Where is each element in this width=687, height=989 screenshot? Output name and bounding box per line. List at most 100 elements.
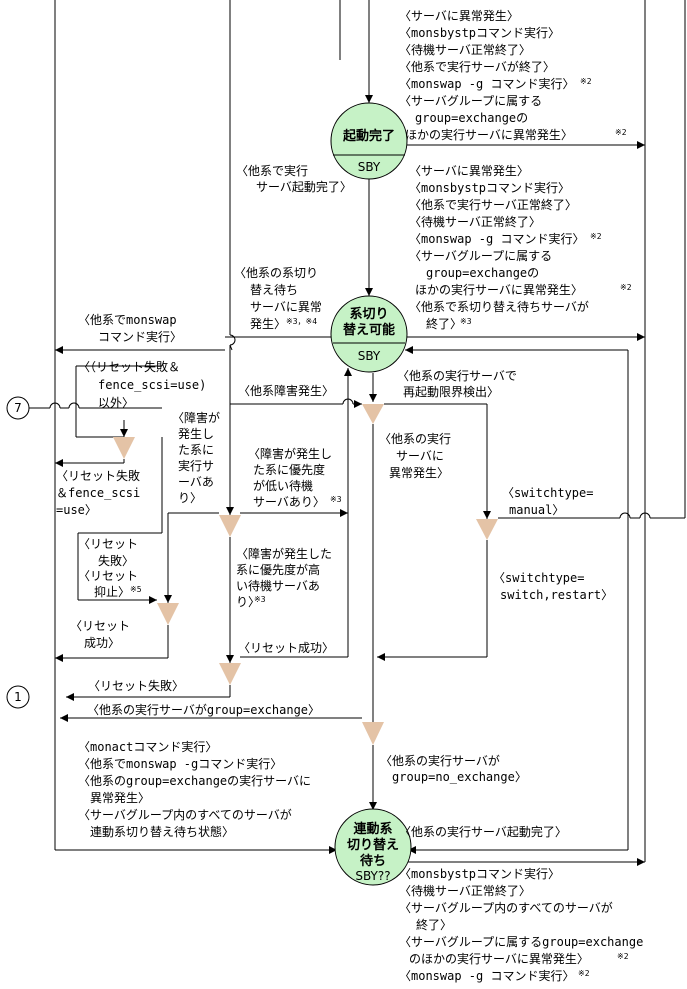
label-low-priority: 〈障害が発生し た系に優先度 が低い待機 サーバあり〉 ※3 xyxy=(248,446,342,509)
svg-text:〈monactコマンド実行〉: 〈monactコマンド実行〉 xyxy=(78,739,217,754)
decision-reset-fence xyxy=(113,437,135,459)
svg-text:〈switchtype=: 〈switchtype= xyxy=(502,486,593,500)
svg-text:サーバあり〉: サーバあり〉 xyxy=(253,495,325,509)
svg-text:抑止〉: 抑止〉 xyxy=(94,584,130,599)
svg-text:〈他系の実行: 〈他系の実行 xyxy=(379,431,451,446)
svg-text:のほかの実行サーバに異常発生〉: のほかの実行サーバに異常発生〉 xyxy=(409,951,589,966)
svg-text:〈monsbystpコマンド実行〉: 〈monsbystpコマンド実行〉 xyxy=(399,866,560,881)
svg-text:〈サーバグループに属する: 〈サーバグループに属する xyxy=(399,94,542,108)
svg-text:※2: ※2 xyxy=(617,952,629,961)
label-reset-success-left: 〈リセット 成功〉 xyxy=(70,619,130,650)
svg-text:〈他系でmonswap: 〈他系でmonswap xyxy=(78,313,177,327)
svg-text:〈障害が発生し: 〈障害が発生し xyxy=(248,446,332,461)
label-fault-occurred: 〈他系障害発生〉 xyxy=(238,383,334,398)
svg-text:〈サーバに異常発生〉: 〈サーバに異常発生〉 xyxy=(409,164,529,178)
label-reset-success-mid: 〈リセット成功〉 xyxy=(238,641,334,655)
svg-text:〈サーバグループに属するgroup=exchange: 〈サーバグループに属するgroup=exchange xyxy=(399,935,643,949)
svg-text:異常発生〉: 異常発生〉 xyxy=(90,791,150,805)
label-high-priority: 〈障害が発生した 系に優先度が高 い待機サーバあ り〉 ※3 xyxy=(236,546,332,609)
svg-text:group=no_exchange〉: group=no_exchange〉 xyxy=(392,770,527,784)
svg-text:替え待ち: 替え待ち xyxy=(250,283,298,297)
svg-text:〈他系で実行: 〈他系で実行 xyxy=(236,163,308,178)
svg-text:コマンド実行〉: コマンド実行〉 xyxy=(98,329,182,344)
svg-text:が低い待機: が低い待機 xyxy=(253,478,313,493)
svg-text:ーバあ: ーバあ xyxy=(178,475,214,489)
svg-text:終了〉: 終了〉 xyxy=(416,917,452,932)
linked-name3: 待ち xyxy=(359,853,386,869)
svg-text:サーバに: サーバに xyxy=(396,449,444,463)
svg-text:※3，※4: ※3，※4 xyxy=(286,317,317,326)
svg-text:※2: ※2 xyxy=(578,969,590,978)
label-other-exec-error: 〈他系の実行 サーバに 異常発生〉 xyxy=(379,431,451,480)
svg-text:〈サーバに異常発生〉: 〈サーバに異常発生〉 xyxy=(399,9,519,23)
svg-text:異常発生〉: 異常発生〉 xyxy=(389,466,449,480)
label-bottom-left: 〈monactコマンド実行〉 〈他系でmonswap -gコマンド実行〉 〈他系… xyxy=(78,739,311,839)
c7-hop xyxy=(49,402,61,409)
label-restart-limit: 〈他系の実行サーバで 再起動限界検出〉 xyxy=(397,368,517,399)
label-switchtype-manual: 〈switchtype= manual〉 xyxy=(502,486,593,517)
svg-text:連動系切り替え待ち状態〉: 連動系切り替え待ち状態〉 xyxy=(90,824,234,839)
svg-text:※3: ※3 xyxy=(460,317,472,326)
svg-text:〈monswap -g コマンド実行〉: 〈monswap -g コマンド実行〉 xyxy=(399,968,574,983)
monswap-link xyxy=(229,344,233,351)
switchable-name1: 系切り xyxy=(349,306,388,322)
svg-text:switch,restart〉: switch,restart〉 xyxy=(500,588,613,602)
svg-text:〈他系で系切り替え待ちサーバが: 〈他系で系切り替え待ちサーバが xyxy=(409,299,589,314)
svg-text:ほかの実行サーバに異常発生〉: ほかの実行サーバに異常発生〉 xyxy=(415,282,583,297)
startup-sub: SBY xyxy=(358,160,381,174)
decision-group-exchange xyxy=(362,722,384,745)
svg-text:〈サーバグループに属する: 〈サーバグループに属する xyxy=(409,249,552,263)
decision-reset-mid xyxy=(219,663,241,685)
switchable-name2: 替え可能 xyxy=(343,322,395,338)
svg-text:〈他系の系切り: 〈他系の系切り xyxy=(234,266,318,280)
svg-text:い待機サーバあ: い待機サーバあ xyxy=(236,578,320,593)
label-monswap-other: 〈他系でmonswap コマンド実行〉 xyxy=(78,313,182,344)
svg-text:〈switchtype=: 〈switchtype= xyxy=(493,571,584,585)
decision-fault-priority xyxy=(219,515,241,537)
svg-text:た系に: た系に xyxy=(178,443,214,457)
svg-text:ほかの実行サーバに異常発生〉: ほかの実行サーバに異常発生〉 xyxy=(405,127,573,142)
svg-text:発生し: 発生し xyxy=(178,427,214,441)
svg-text:〈他系の実行サーバで: 〈他系の実行サーバで xyxy=(397,368,517,383)
svg-text:以外〉: 以外〉 xyxy=(98,396,134,410)
rail-line-2-hop xyxy=(229,334,236,346)
svg-text:〈他系のgroup=exchangeの実行サーバに: 〈他系のgroup=exchangeの実行サーバに xyxy=(78,773,311,788)
label-bottom-right: 〈monsbystpコマンド実行〉 〈待機サーバ正常終了〉 〈サーバグループ内の… xyxy=(399,866,643,983)
decision-reset-left xyxy=(157,603,179,625)
svg-text:〈monswap -g コマンド実行〉: 〈monswap -g コマンド実行〉 xyxy=(399,76,574,91)
svg-text:〈他系の実行サーバが: 〈他系の実行サーバが xyxy=(380,753,500,768)
label-switchtype-switch: 〈switchtype= switch,restart〉 xyxy=(493,571,613,602)
svg-text:※2: ※2 xyxy=(580,77,592,86)
label-reset-failed-fence: 〈リセット失敗 ＆fence_scsi =use〉 xyxy=(56,468,140,517)
svg-text:※5: ※5 xyxy=(130,585,142,594)
label-reset-suppress: 〈リセット 失敗〉 〈リセット 抑止〉 ※5 xyxy=(78,537,142,599)
svg-text:group=exchangeの: group=exchangeの xyxy=(415,111,528,125)
svg-text:〈リセット: 〈リセット xyxy=(78,569,138,583)
label-mid-exit: 〈サーバに異常発生〉 〈monsbystpコマンド実行〉 〈他系で実行サーバ正常… xyxy=(409,164,632,331)
svg-text:終了〉: 終了〉 xyxy=(426,316,462,331)
label-other-exec-started: 〈他系の実行サーバ起動完了〉 xyxy=(399,824,567,839)
startup-name: 起動完了 xyxy=(342,128,395,144)
svg-text:〈リセット: 〈リセット xyxy=(78,537,138,551)
svg-text:り〉: り〉 xyxy=(178,491,202,505)
label-group-no-exchange: 〈他系の実行サーバが group=no_exchange〉 xyxy=(380,753,527,784)
decision-fault-center xyxy=(362,404,384,424)
label-other-started: 〈他系で実行 サーバ起動完了〉 xyxy=(236,163,352,194)
svg-text:1: 1 xyxy=(14,690,22,704)
c7-hop-2 xyxy=(68,402,80,409)
manual-hop-2 xyxy=(639,512,651,519)
svg-text:manual〉: manual〉 xyxy=(509,503,564,517)
label-group-exchange: 〈他系の実行サーバがgroup=exchange〉 xyxy=(87,702,320,717)
svg-text:7: 7 xyxy=(14,401,22,415)
svg-text:〈他系で実行サーバが終了〉: 〈他系で実行サーバが終了〉 xyxy=(399,59,555,74)
svg-text:失敗〉: 失敗〉 xyxy=(98,553,134,568)
label-reset-failed: 〈リセット失敗〉 xyxy=(88,678,184,693)
state-switchable: 系切り 替え可能 SBY xyxy=(330,295,408,373)
linked-name2: 切り替え xyxy=(347,837,399,853)
linked-sub: SBY?? xyxy=(355,869,390,883)
svg-text:※3: ※3 xyxy=(330,495,342,504)
svg-text:〈monsbystpコマンド実行〉: 〈monsbystpコマンド実行〉 xyxy=(399,25,560,40)
svg-text:〈monsbystpコマンド実行〉: 〈monsbystpコマンド実行〉 xyxy=(409,180,570,195)
svg-text:成功〉: 成功〉 xyxy=(84,636,120,650)
